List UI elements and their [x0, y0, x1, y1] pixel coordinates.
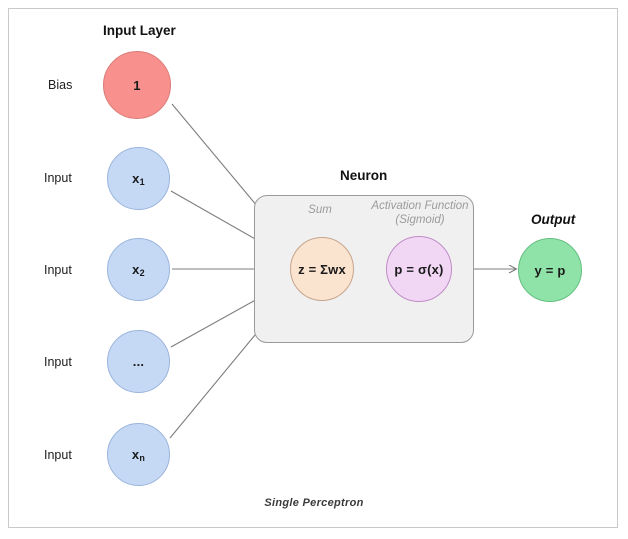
input-node-ellipsis[interactable]: ...: [107, 330, 170, 393]
input-node-x2[interactable]: x2: [107, 238, 170, 301]
sum-node-label: z = Σwx: [298, 261, 346, 277]
heading-input-layer: Input Layer: [103, 23, 176, 38]
input-node-ellipsis-label: ...: [132, 354, 145, 369]
sum-node[interactable]: z = Σwx: [290, 237, 354, 301]
output-node-label: y = p: [534, 262, 566, 278]
input-node-xn-label: xn: [131, 446, 146, 463]
input-node-x1-label: x1: [132, 170, 145, 187]
side-label-input-n: Input: [44, 448, 72, 462]
input-node-bias-label: 1: [133, 77, 141, 93]
caption-activation-line2: (Sigmoid): [395, 214, 445, 226]
input-node-x1[interactable]: x1: [107, 147, 170, 210]
diagram-caption: Single Perceptron: [264, 497, 364, 509]
input-node-xn[interactable]: xn: [107, 423, 170, 486]
heading-neuron: Neuron: [340, 168, 388, 183]
caption-sum: Sum: [308, 204, 332, 216]
output-node[interactable]: y = p: [518, 238, 582, 302]
activation-node[interactable]: p = σ(x): [386, 236, 452, 302]
side-label-bias: Bias: [48, 78, 73, 92]
side-label-input-1: Input: [44, 171, 72, 185]
side-label-input-3: Input: [44, 355, 72, 369]
heading-output: Output: [531, 212, 576, 227]
input-node-x2-label: x2: [132, 261, 145, 278]
input-node-bias[interactable]: 1: [103, 51, 171, 119]
side-label-input-2: Input: [44, 263, 72, 277]
activation-node-label: p = σ(x): [394, 261, 444, 277]
caption-activation-line1: Activation Function: [371, 200, 469, 212]
